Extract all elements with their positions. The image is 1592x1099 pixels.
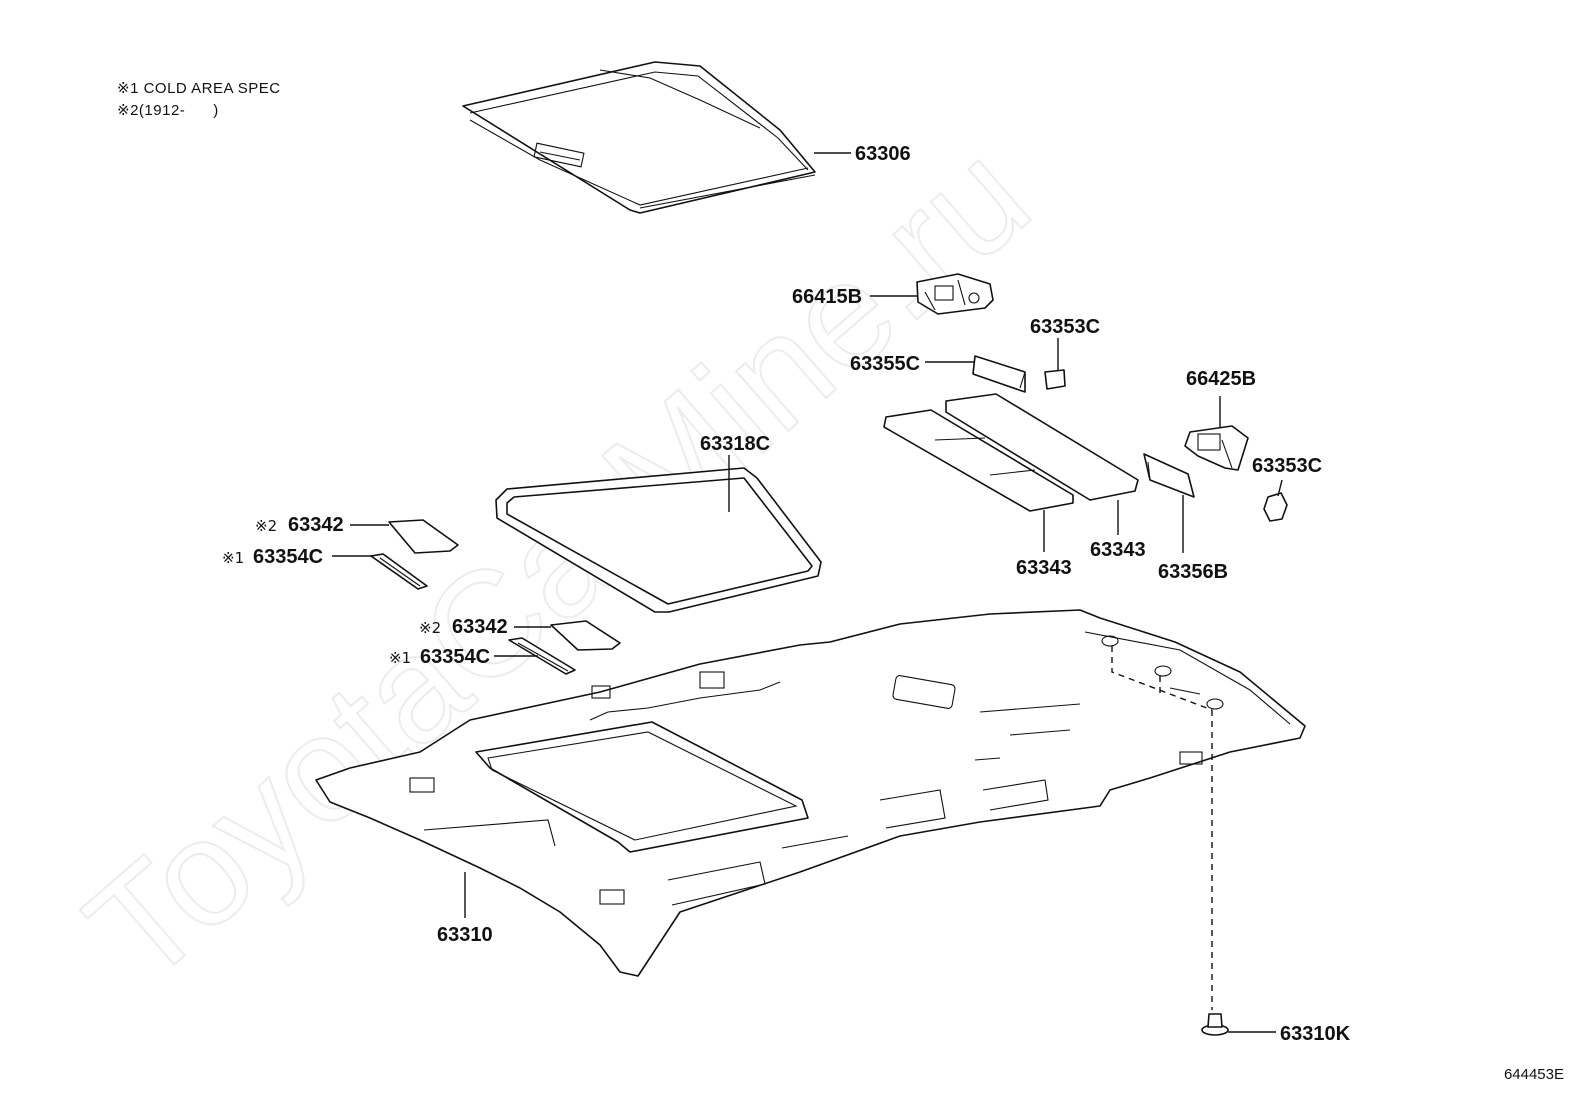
callout-bracket-66425b[interactable]: 66425B bbox=[1186, 368, 1256, 390]
callout-holder-63356b[interactable]: 63356B bbox=[1158, 561, 1228, 583]
pad-63342-upper-part[interactable] bbox=[388, 519, 459, 554]
sunshade-part[interactable] bbox=[462, 61, 816, 214]
diagram-reference-number: 644453E bbox=[1503, 1066, 1564, 1083]
callout-holder-63355c[interactable]: 63355C bbox=[850, 353, 920, 375]
weatherstrip-63318c-part[interactable] bbox=[495, 467, 822, 613]
bracket-66415b-part[interactable] bbox=[916, 273, 994, 315]
callout-pad-63354c-lower-mark: ※1 bbox=[389, 649, 411, 667]
note-text-1: COLD AREA SPEC bbox=[143, 80, 281, 97]
pad-63343-left-part[interactable] bbox=[883, 409, 1074, 512]
note-cold-area-spec: ※1 COLD AREA SPEC bbox=[117, 79, 281, 97]
pad-63353c-lower-part[interactable] bbox=[1263, 492, 1288, 522]
note-date-range: ※2(1912- ) bbox=[117, 101, 219, 119]
callout-pad-63353c-lower[interactable]: 63353C bbox=[1252, 455, 1322, 477]
bracket-66425b-part[interactable] bbox=[1184, 425, 1249, 471]
callout-pad-63342-lower-mark: ※2 bbox=[419, 619, 441, 637]
callout-pad-63342-lower[interactable]: 63342 bbox=[452, 616, 508, 638]
callout-pad-63343-right[interactable]: 63343 bbox=[1090, 539, 1146, 561]
holder-63356b-part[interactable] bbox=[1143, 453, 1195, 498]
note-mark-2: ※2 bbox=[117, 102, 139, 119]
callout-pad-63354c-upper[interactable]: 63354C bbox=[253, 546, 323, 568]
note-text-2: (1912- ) bbox=[138, 102, 219, 119]
pad-63343-right-part[interactable] bbox=[945, 393, 1139, 501]
note-mark-1: ※1 bbox=[117, 80, 139, 97]
callout-sunshade[interactable]: 63306 bbox=[855, 143, 911, 165]
callout-pad-63343-left[interactable]: 63343 bbox=[1016, 557, 1072, 579]
callout-pad-63342-upper-mark: ※2 bbox=[255, 517, 277, 535]
headliner-63310-part[interactable] bbox=[315, 609, 1306, 977]
callout-pad-63354c-lower[interactable]: 63354C bbox=[420, 646, 490, 668]
callout-clip-63310k[interactable]: 63310K bbox=[1280, 1023, 1351, 1045]
callout-pad-63342-upper[interactable]: 63342 bbox=[288, 514, 344, 536]
callout-headliner-63310[interactable]: 63310 bbox=[437, 924, 493, 946]
holder-63355c-part[interactable] bbox=[972, 355, 1026, 393]
clip-63310k-part[interactable] bbox=[1201, 1013, 1229, 1036]
pad-63342-lower-part[interactable] bbox=[550, 620, 621, 651]
pad-63353c-upper-part[interactable] bbox=[1044, 369, 1066, 390]
callout-weatherstrip-63318c[interactable]: 63318C bbox=[700, 433, 770, 455]
callout-pad-63353c-upper[interactable]: 63353C bbox=[1030, 316, 1100, 338]
callout-bracket-66415b[interactable]: 66415B bbox=[792, 286, 862, 308]
callout-pad-63354c-upper-mark: ※1 bbox=[222, 549, 244, 567]
